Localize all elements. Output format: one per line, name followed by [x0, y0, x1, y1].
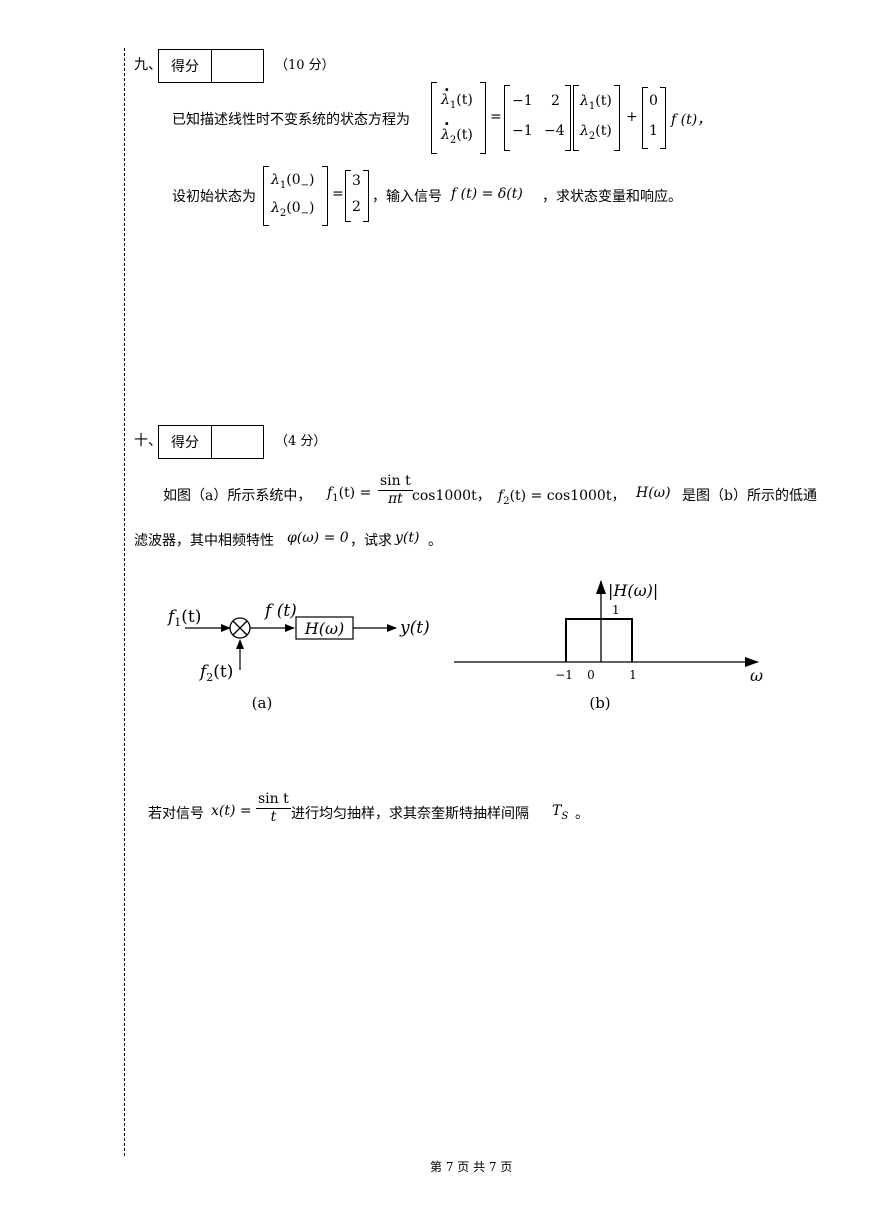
- q10-intro: 如图（a）所示系统中，: [163, 488, 312, 504]
- init-lambda1: λ1(0−): [271, 172, 315, 191]
- sampling-pre: 若对信号: [148, 806, 204, 822]
- bracket-left: [431, 82, 437, 154]
- fig-a-f1-label: f1(t): [166, 607, 201, 629]
- q9-text-ask: ，求状态变量和响应。: [542, 189, 682, 205]
- q9-text-intro: 已知描述线性时不变系统的状态方程为: [172, 112, 410, 128]
- filter-block-label: H(ω): [304, 619, 344, 638]
- q10-yt: y(t): [395, 530, 420, 546]
- q10-number: 十、: [134, 433, 162, 449]
- sampling-x: x(t) =: [211, 803, 252, 819]
- q10-H: H(ω): [636, 485, 671, 501]
- q10-frac-num: sin t: [378, 473, 413, 491]
- bracket-right: [660, 87, 666, 149]
- figure-b-frequency-response: |H(ω)| 1 −1 0 1 ω (b): [454, 580, 763, 712]
- q10-mid: 是图（b）所示的低通: [682, 488, 817, 504]
- page-footer: 第 7 页 共 7 页: [430, 1160, 513, 1174]
- bracket-right: [480, 82, 486, 154]
- q9-text-initial: 设初始状态为: [172, 189, 256, 205]
- a21: −1: [512, 123, 533, 139]
- sampling-frac-num: sin t: [256, 791, 291, 809]
- q10-line2-a: 滤波器，其中相频特性: [134, 533, 274, 549]
- lhs-lambda1: λ1(t): [441, 92, 473, 111]
- sampling-post: 进行均匀抽样，求其奈奎斯特抽样间隔: [291, 806, 529, 822]
- init-value-1: 3: [352, 173, 361, 189]
- tick-neg1: −1: [555, 668, 573, 682]
- tick-1: 1: [629, 668, 637, 682]
- init-lambda2: λ2(0−): [271, 200, 315, 219]
- init-value-2: 2: [352, 199, 361, 215]
- b2: 1: [649, 123, 658, 139]
- q9-equals: =: [490, 109, 502, 125]
- q9-score-box: 得分: [158, 49, 264, 83]
- state-lambda1: λ1(t): [580, 93, 612, 112]
- dot-mark: ·: [444, 114, 450, 133]
- a22: −4: [544, 123, 565, 139]
- state-lambda2: λ2(t): [580, 123, 612, 142]
- bracket-right: [322, 166, 328, 226]
- q10-score-value: [212, 426, 263, 458]
- fig-a-caption: (a): [252, 694, 273, 712]
- fig-a-f2-label: f2(t): [198, 662, 233, 684]
- fig-b-xlabel: ω: [750, 666, 763, 685]
- sampling-frac-den: t: [270, 809, 277, 825]
- fig-b-ylabel: |H(ω)|: [608, 581, 658, 600]
- bracket-right: [363, 170, 369, 222]
- q10-f2: f2(t) = cos1000t，: [498, 488, 626, 507]
- q9-input-signal: f (t) = δ(t): [451, 186, 523, 202]
- q9-score-value: [212, 50, 263, 82]
- bracket-left: [345, 170, 351, 222]
- sampling-T: TS: [552, 803, 569, 822]
- q10-cos1: cos1000t，: [412, 488, 491, 504]
- q10-score-box: 得分: [158, 425, 264, 459]
- q9-points: （10 分）: [275, 58, 335, 73]
- q9-number: 九、: [134, 57, 162, 73]
- fig-b-caption: (b): [589, 694, 610, 712]
- fig-a-ft-label: f (t): [263, 601, 297, 621]
- q10-line2-b: ，试求: [350, 533, 392, 549]
- sampling-end: 。: [575, 806, 589, 822]
- q10-phi: φ(ω) = 0: [287, 530, 349, 546]
- bracket-left: [504, 85, 510, 151]
- bracket-left: [573, 85, 579, 151]
- tick-0: 0: [587, 668, 595, 682]
- fig-a-output-label: y(t): [399, 618, 430, 638]
- q9-text-input: ，输入信号: [372, 189, 442, 205]
- lowpass-rect: [565, 618, 633, 662]
- q9-plus: +: [626, 109, 638, 125]
- lhs-lambda2: λ2(t): [441, 127, 473, 146]
- a12: 2: [551, 93, 560, 109]
- q10-f1: f1(t) =: [327, 485, 372, 504]
- bracket-left: [263, 166, 269, 226]
- fig-b-level-label: 1: [612, 603, 620, 617]
- q10-line2-c: 。: [428, 533, 442, 549]
- q10-score-label: 得分: [159, 426, 212, 458]
- bracket-right: [614, 85, 620, 151]
- init-equals: =: [332, 186, 344, 202]
- q9-score-label: 得分: [159, 50, 212, 82]
- multiplier-icon: [229, 617, 251, 639]
- q10-frac-den: πt: [387, 491, 403, 507]
- figure-a-block-diagram: f1(t) f2(t) f (t) H(ω) y(t) (a): [166, 601, 430, 712]
- a11: −1: [512, 93, 533, 109]
- binding-cut-line: [124, 48, 125, 1156]
- bracket-right: [565, 85, 571, 151]
- bracket-left: [642, 87, 648, 149]
- q9-input-ft: f (t)，: [671, 112, 712, 128]
- b1: 0: [649, 93, 658, 109]
- q10-points: （4 分）: [275, 434, 327, 449]
- dot-mark: ·: [444, 80, 450, 99]
